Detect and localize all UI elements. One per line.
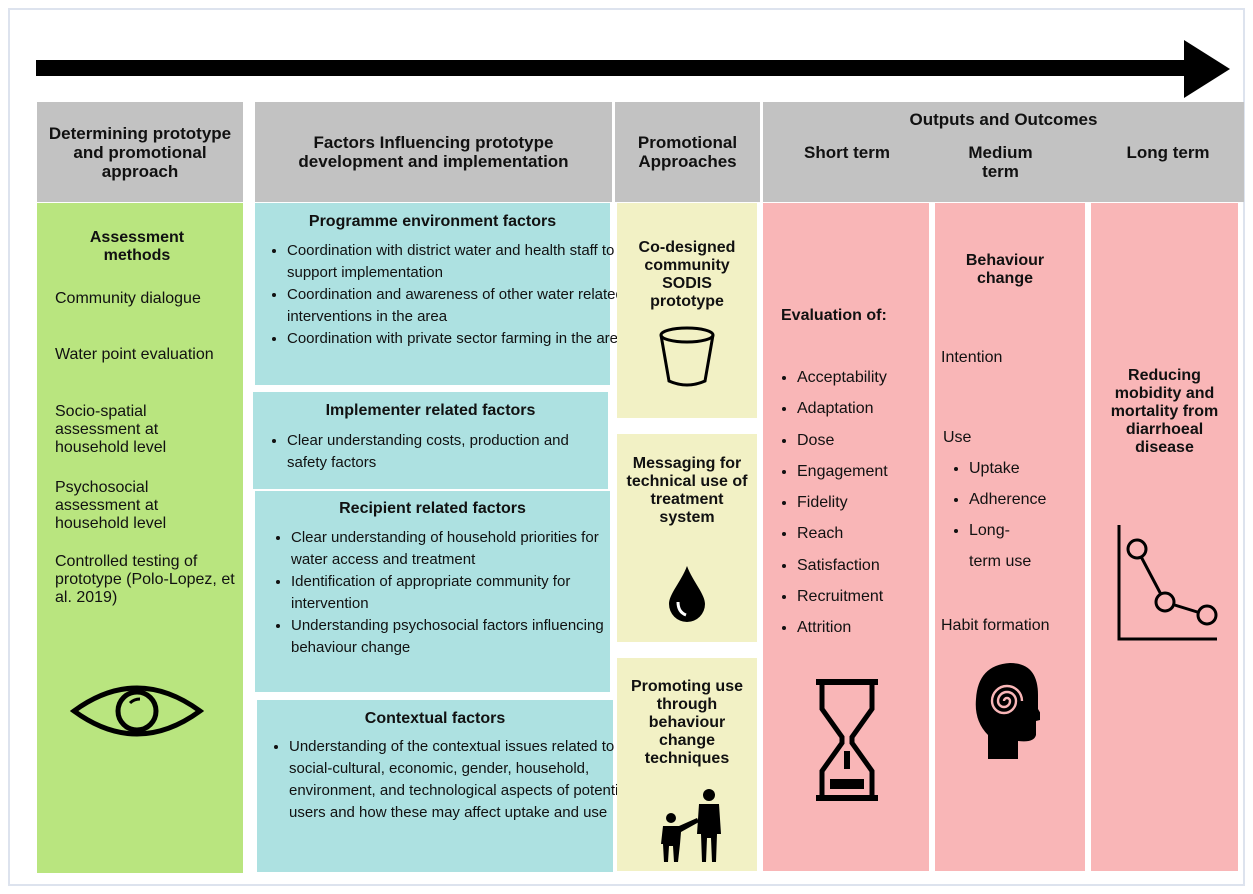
approach-label: Promoting use through behaviour change t…	[630, 678, 743, 767]
factor-title: Recipient related factors	[339, 500, 526, 517]
evaluation-title: Evaluation of:	[781, 307, 887, 324]
long-term-title: Long term	[1126, 143, 1210, 162]
factor-item: Identification of appropriate community …	[291, 571, 631, 615]
assessment-item: Psychosocial assessment at household lev…	[55, 479, 167, 532]
evaluation-item: Acceptability	[797, 362, 957, 393]
use-item: Long-term use	[969, 515, 1039, 577]
factor-title: Implementer related factors	[325, 402, 536, 419]
approach-box-messaging: Messaging for technical use of treatment…	[617, 434, 757, 642]
use-item: Adherence	[969, 484, 1109, 515]
assessment-item: Controlled testing of prototype (Polo-Lo…	[55, 553, 235, 606]
evaluation-list: Acceptability Adaptation Dose Engagement…	[767, 362, 957, 644]
factor-item: Understanding of the contextual issues r…	[289, 736, 634, 824]
factor-list: Coordination with district water and hea…	[257, 240, 627, 350]
assessment-panel: Assessment methods Community dialogue Wa…	[37, 203, 243, 873]
eye-icon	[70, 685, 204, 737]
bucket-icon	[659, 326, 715, 387]
factor-item: Coordination with private sector farming…	[287, 328, 627, 350]
evaluation-item: Attrition	[797, 612, 957, 643]
factor-item: Coordination and awareness of other wate…	[287, 284, 627, 328]
factor-item: Understanding psychosocial factors influ…	[291, 615, 631, 659]
assessment-item: Water point evaluation	[55, 346, 214, 363]
hourglass-icon	[816, 679, 878, 801]
approach-label: Co-designed community SODIS prototype	[638, 239, 736, 310]
habit-formation-label: Habit formation	[941, 617, 1050, 634]
head-spiral-icon	[975, 663, 1040, 759]
outputs-title: Outputs and Outcomes	[909, 110, 1098, 129]
evaluation-item: Engagement	[797, 456, 957, 487]
factor-box-contextual: Contextual factors Understanding of the …	[257, 700, 630, 872]
factor-list: Clear understanding costs, production an…	[257, 430, 607, 474]
factor-item: Clear understanding of household priorit…	[291, 527, 631, 571]
assessment-title: Assessment methods	[89, 229, 185, 264]
factor-box-recipient: Recipient related factors Clear understa…	[255, 491, 610, 692]
factor-list: Understanding of the contextual issues r…	[259, 736, 634, 824]
header-factors: Factors Influencing prototype developmen…	[255, 102, 612, 202]
header-outputs: Outputs and Outcomes Short term Medium t…	[763, 102, 1244, 202]
approach-label: Messaging for technical use of treatment…	[626, 455, 748, 526]
approach-box-prototype: Co-designed community SODIS prototype	[617, 203, 757, 418]
declining-line-chart-icon	[1117, 525, 1218, 641]
approach-box-behaviour: Promoting use through behaviour change t…	[617, 658, 757, 871]
header-determining: Determining prototype and promotional ap…	[37, 102, 243, 202]
long-term-panel: Reducing mobidity and mortality from dia…	[1091, 203, 1238, 871]
factor-item: Coordination with district water and hea…	[287, 240, 627, 284]
parent-child-icon	[661, 789, 721, 862]
evaluation-item: Fidelity	[797, 487, 957, 518]
timeline-arrow	[36, 40, 1230, 98]
evaluation-item: Dose	[797, 425, 957, 456]
assessment-item: Community dialogue	[55, 290, 201, 307]
behaviour-change-title: Behaviour change	[965, 252, 1045, 287]
diagram-frame	[8, 8, 1245, 886]
use-item: Uptake	[969, 453, 1109, 484]
medium-term-panel: Behaviour change Intention Use Uptake Ad…	[935, 203, 1085, 871]
assessment-item: Socio-spatial assessment at household le…	[55, 403, 167, 456]
factor-box-programme: Programme environment factors Coordinati…	[255, 203, 626, 385]
evaluation-item: Satisfaction	[797, 550, 957, 581]
factor-title: Contextual factors	[364, 710, 506, 727]
long-term-outcome: Reducing mobidity and mortality from dia…	[1110, 367, 1219, 456]
factor-item: Clear understanding costs, production an…	[287, 430, 607, 474]
intention-label: Intention	[941, 349, 1003, 366]
evaluation-item: Recruitment	[797, 581, 957, 612]
factor-box-implementer: Implementer related factors Clear unders…	[253, 392, 608, 489]
factor-list: Clear understanding of household priorit…	[261, 527, 631, 659]
water-drop-icon	[669, 566, 705, 622]
factor-title: Programme environment factors	[308, 213, 557, 230]
short-term-title: Short term	[804, 143, 890, 162]
evaluation-item: Adaptation	[797, 393, 957, 424]
medium-term-title: Medium term	[968, 143, 1033, 181]
use-label: Use	[943, 429, 972, 446]
evaluation-item: Reach	[797, 518, 957, 549]
use-list: Uptake Adherence Long-term use	[939, 453, 1109, 577]
short-term-panel: Evaluation of: Acceptability Adaptation …	[763, 203, 929, 871]
header-approaches: Promotional Approaches	[615, 102, 760, 202]
